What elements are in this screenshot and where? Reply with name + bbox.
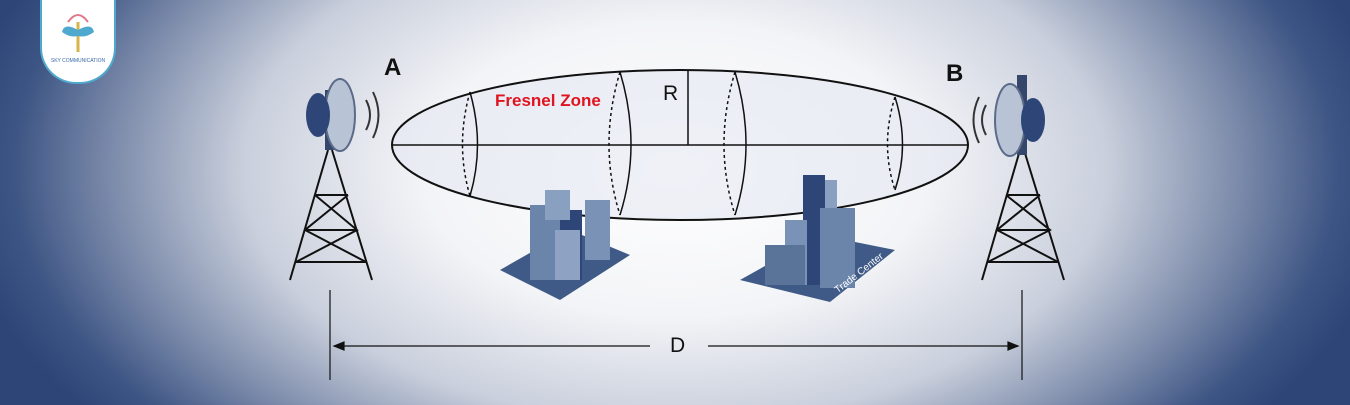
trade-center-building-icon xyxy=(740,175,895,302)
point-b-label: B xyxy=(946,60,964,87)
point-a-label: A xyxy=(384,54,402,81)
houses-building-icon xyxy=(500,190,630,300)
distance-dimension xyxy=(329,290,1023,380)
logo-text: SKY COMMUNICATION xyxy=(50,58,106,64)
tower-b-icon xyxy=(972,75,1065,281)
radius-label: R xyxy=(663,82,679,105)
logo-emblem-icon xyxy=(62,14,94,52)
distance-label: D xyxy=(670,334,686,357)
tower-a-icon xyxy=(289,78,380,281)
logo: SKY COMMUNICATION xyxy=(40,0,116,84)
cross-sections xyxy=(461,71,904,216)
fresnel-zone-label: Fresnel Zone xyxy=(495,91,601,110)
